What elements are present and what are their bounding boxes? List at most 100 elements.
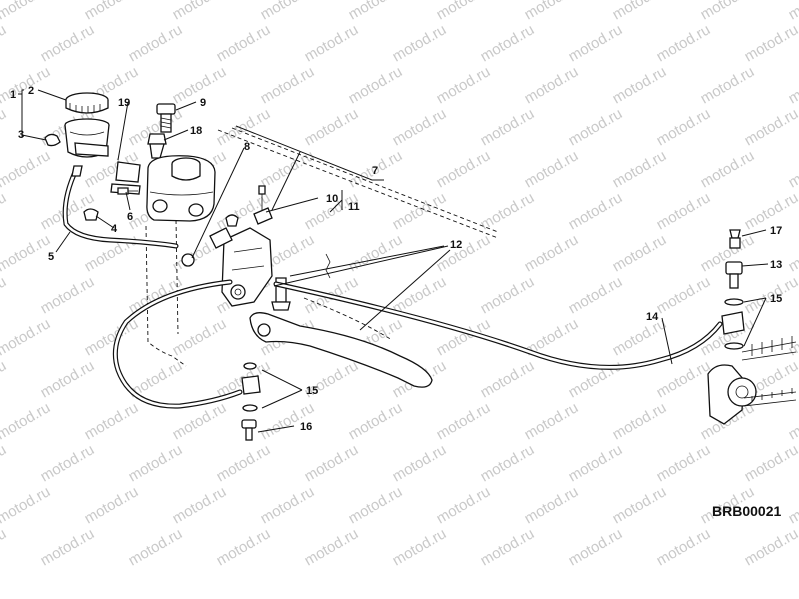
watermark-text: motod.ru	[434, 483, 494, 527]
watermark-text: motod.ru	[126, 441, 186, 485]
callout-19: 19	[118, 97, 130, 109]
watermark-text: motod.ru	[126, 21, 186, 65]
watermark-text: motod.ru	[0, 357, 9, 401]
banjo-bolt-13	[725, 261, 743, 289]
brake-line-14	[273, 281, 723, 370]
watermark-text: motod.ru	[434, 0, 494, 23]
bleeder-17	[729, 229, 741, 249]
watermark-text: motod.ru	[38, 21, 98, 65]
watermark-text: motod.ru	[0, 441, 9, 485]
watermark-text: motod.ru	[610, 231, 670, 275]
watermark-text: motod.ru	[654, 189, 714, 233]
watermark-text: motod.ru	[522, 483, 582, 527]
lower-fitting	[241, 362, 261, 441]
watermark-text: motod.ru	[390, 525, 450, 569]
watermark-text: motod.ru	[214, 441, 274, 485]
callout-1: 1	[10, 89, 16, 101]
watermark-text: motod.ru	[610, 63, 670, 107]
watermark-text: motod.ru	[698, 0, 758, 23]
brake-lever	[249, 312, 433, 388]
watermark-text: motod.ru	[566, 441, 626, 485]
watermark-text: motod.ru	[742, 441, 799, 485]
watermark-text: motod.ru	[522, 231, 582, 275]
watermark-text: motod.ru	[610, 399, 670, 443]
rubber-cap	[225, 214, 239, 227]
watermark-text: motod.ru	[258, 0, 318, 23]
callout-6: 6	[127, 211, 133, 223]
watermark-text: motod.ru	[610, 483, 670, 527]
watermark-text: motod.ru	[0, 483, 53, 527]
watermark-text: motod.ru	[610, 147, 670, 191]
watermark-text: motod.ru	[346, 231, 406, 275]
watermark-text: motod.ru	[0, 63, 53, 107]
reservoir-clip	[44, 133, 61, 147]
watermark-text: motod.ru	[566, 189, 626, 233]
watermark-text: motod.ru	[82, 399, 142, 443]
watermark-text: motod.ru	[478, 105, 538, 149]
callout-15-lower: 15	[306, 385, 318, 397]
watermark-text: motod.ru	[742, 525, 799, 569]
watermark-text: motod.ru	[38, 273, 98, 317]
callout-9: 9	[200, 97, 206, 109]
watermark-text: motod.ru	[654, 525, 714, 569]
watermark-text: motod.ru	[654, 357, 714, 401]
watermark-text: motod.ru	[0, 525, 9, 569]
bracket-screw	[117, 187, 138, 195]
watermark-text: motod.ru	[82, 315, 142, 359]
watermark-text: motod.ru	[38, 525, 98, 569]
watermark-text: motod.ru	[0, 189, 9, 233]
callout-labels: 1 2 3 4 5 6 7 8 9 10 11 12 13 14 15 15 1…	[10, 85, 782, 433]
drawing-code: BRB00021	[712, 503, 781, 519]
watermark-text: motod.ru	[742, 105, 799, 149]
watermark-text: motod.ru	[82, 483, 142, 527]
callout-18: 18	[190, 125, 202, 137]
watermark-text: motod.ru	[82, 0, 142, 23]
watermark-text: motod.ru	[434, 231, 494, 275]
watermark-text: motod.ru	[522, 147, 582, 191]
reservoir-hose	[62, 165, 179, 249]
watermark-text: motod.ru	[786, 399, 799, 443]
watermark-text: motod.ru	[0, 21, 9, 65]
watermark-text: motod.ru	[522, 0, 582, 23]
watermark-text: motod.ru	[478, 273, 538, 317]
watermark-text: motod.ru	[126, 525, 186, 569]
callout-13: 13	[770, 259, 782, 271]
watermark-text: motod.ru	[302, 105, 362, 149]
watermark-text: motod.ru	[258, 147, 318, 191]
watermark-text: motod.ru	[258, 483, 318, 527]
banjo-fitting	[181, 227, 233, 267]
watermark-text: motod.ru	[786, 63, 799, 107]
watermark-text: motod.ru	[346, 63, 406, 107]
callout-15-caliper: 15	[770, 293, 782, 305]
watermark-text: motod.ru	[786, 231, 799, 275]
watermark-text: motod.ru	[566, 525, 626, 569]
watermark-text: motod.ru	[38, 441, 98, 485]
watermark-text: motod.ru	[390, 189, 450, 233]
callout-12: 12	[450, 239, 462, 251]
watermark-text: motod.ru	[0, 147, 53, 191]
watermark-text: motod.ru	[302, 21, 362, 65]
watermark-text: motod.ru	[390, 441, 450, 485]
sprocket-and-chain	[707, 336, 797, 425]
callout-14: 14	[646, 311, 659, 323]
reservoir-cap	[65, 92, 109, 114]
master-cylinder-clamp	[146, 155, 216, 222]
handlebar-outline	[145, 127, 499, 367]
watermark-text: motod.ru	[742, 21, 799, 65]
watermark-text: motod.ru	[390, 105, 450, 149]
watermark-text: motod.ru	[478, 525, 538, 569]
watermark-text: motod.ru	[170, 0, 230, 23]
watermark-text: motod.ru	[346, 0, 406, 23]
bolt-9	[156, 103, 176, 133]
watermark-text: motod.ru	[434, 147, 494, 191]
watermark-text: motod.ru	[0, 105, 9, 149]
callout-4: 4	[111, 223, 118, 235]
callout-16: 16	[300, 421, 312, 433]
fluid-reservoir	[64, 118, 110, 158]
watermark-text: motod.ru	[170, 315, 230, 359]
watermark-text: motod.ru	[478, 357, 538, 401]
callout-11: 11	[348, 201, 360, 213]
watermark-text: motod.ru	[214, 21, 274, 65]
watermark-text: motod.ru	[478, 189, 538, 233]
